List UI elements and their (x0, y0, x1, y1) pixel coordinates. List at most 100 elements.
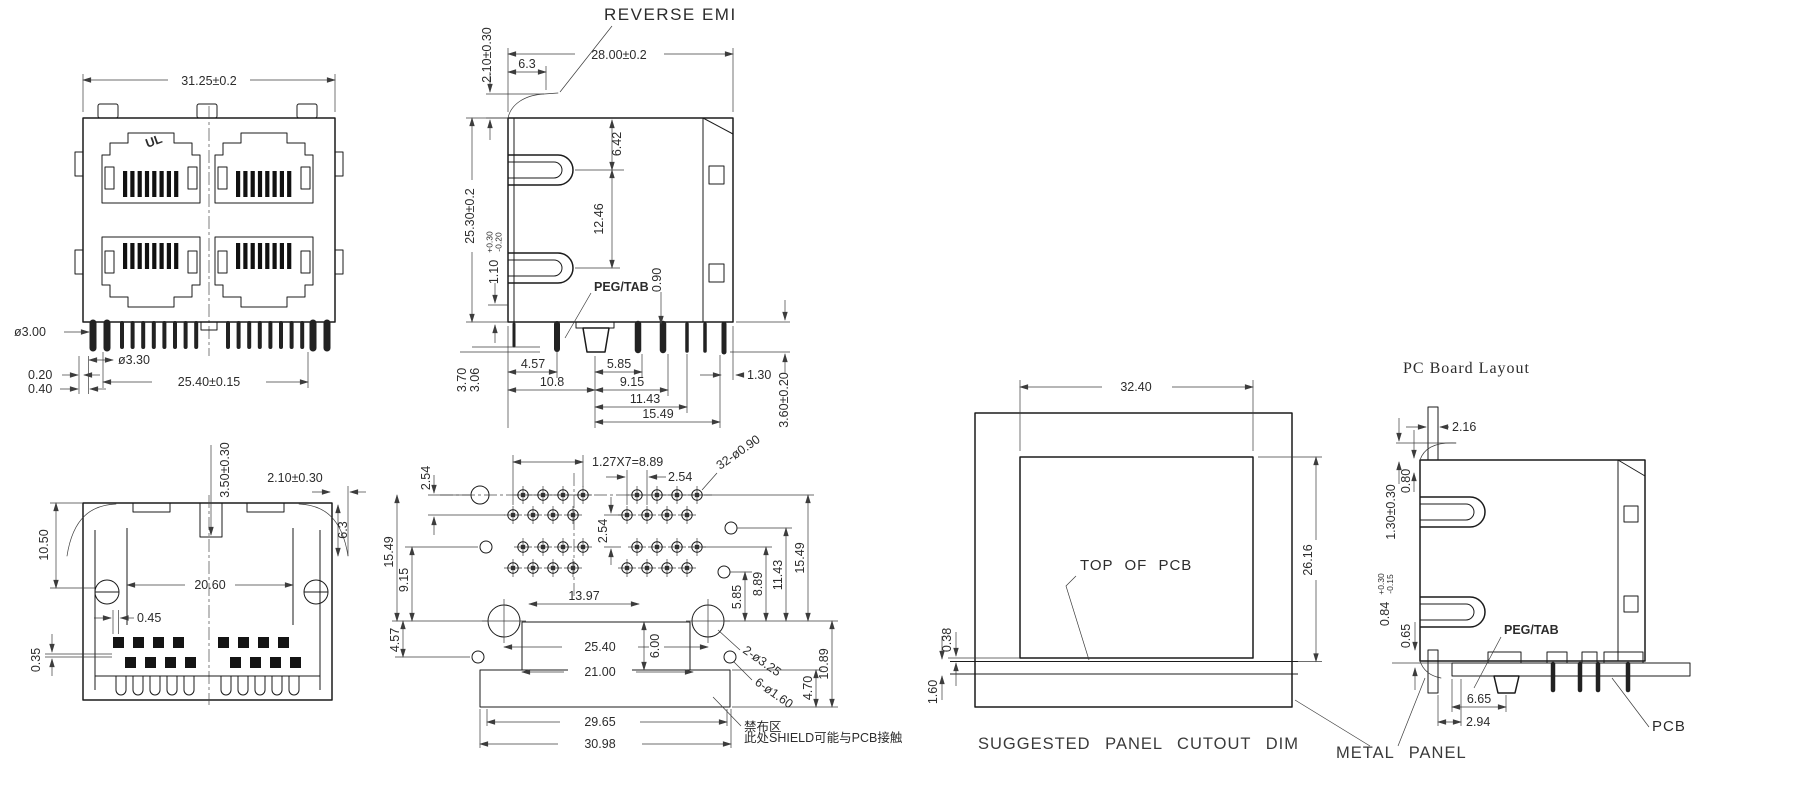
dim-offset-small: 0.20 (28, 368, 52, 382)
dim-shield-width: 25.40 (584, 640, 615, 654)
dim-pin-1: 4.57 (521, 357, 545, 371)
contact-teeth-array (115, 676, 300, 696)
dim-right-6: 10.89 (817, 648, 831, 679)
dim-bottom-width-2: 30.98 (584, 737, 615, 751)
dim-left-1: 15.49 (382, 536, 396, 567)
panel-strip-bottom (1427, 649, 1439, 694)
dim-standoff-tol-plus-board: +0.30 (1376, 573, 1386, 595)
pcb-layout-dimensions: 2.54 1.27X7=8.89 2.54 32-ø0.90 2.54 15.4… (382, 432, 903, 751)
label-metal-panel: METAL PANEL (1336, 744, 1467, 762)
metal-panel-hatch (974, 412, 1293, 708)
dim-center-span: 13.97 (568, 589, 599, 603)
side-view-dimensions: REVERSE EMI 2.10±0.30 6.3 28.00±0.2 6.42… (455, 5, 791, 428)
cutout-opening (1019, 456, 1254, 659)
dim-standoff: 1.10 (487, 260, 501, 284)
dim-pcb-offset: 1.60 (926, 680, 940, 704)
emi-wing-right (298, 503, 349, 557)
dim-bottom-width-1: 29.65 (584, 715, 615, 729)
pc-board-layout-view: PC Board Layout 2.16 0.80 1.30±0.30 (1376, 360, 1691, 735)
caption-panel-cutout: SUGGESTED PANEL CUTOUT DIM (978, 735, 1299, 753)
contact-pad-array (113, 637, 301, 668)
dim-pin-5: 11.43 (630, 392, 660, 406)
dim-tail-offset: 1.30 (747, 368, 771, 382)
dim-pin-4: 9.15 (620, 375, 644, 389)
dim-overall-width: 31.25±0.2 (181, 74, 237, 88)
callout-small-holes: 6-ø1.60 (752, 675, 795, 711)
dim-emi-gap: 0.80 (1399, 469, 1413, 493)
dim-emi-tab-height: 2.10±0.30 (480, 27, 494, 83)
board-layout-dimensions: 2.16 0.80 1.30±0.30 0.84 +0.30 -0.15 0.6… (1376, 418, 1685, 735)
dim-standoff-tol-minus: -0.20 (494, 232, 504, 252)
side-view: REVERSE EMI 2.10±0.30 6.3 28.00±0.2 6.42… (455, 5, 791, 428)
dim-pin-3: 10.8 (540, 375, 564, 389)
board-mounting-peg (1493, 675, 1520, 694)
emi-wing-left (66, 503, 117, 557)
dim-left-2: 9.15 (397, 568, 411, 592)
label-reverse-emi: REVERSE EMI (604, 5, 737, 24)
panel-strip-top (1427, 406, 1439, 461)
panel-cutout-view: 32.40 26.16 0.38 1.60 TOP OF PCB SUGGEST… (926, 380, 1467, 762)
emi-reverse-tab (507, 92, 559, 119)
dim-panel-offset: 2.94 (1466, 715, 1490, 729)
dim-right-4: 15.49 (793, 542, 807, 573)
dim-shield-depth: 6.00 (648, 634, 662, 658)
dim-col-pitch: 2.54 (668, 470, 692, 484)
dim-slot: 3.50±0.30 (218, 442, 232, 498)
dim-pin-pitch-note: 1.27X7=8.89 (592, 455, 663, 469)
dim-emi-setback: 6.3 (518, 57, 535, 71)
dim-body-depth: 10.50 (37, 529, 51, 560)
dim-standoff-board: 0.84 (1378, 602, 1392, 626)
dim-depth: 28.00±0.2 (591, 48, 647, 62)
side-pin-array (512, 320, 727, 355)
dim-right-5: 4.70 (801, 676, 815, 700)
dim-flange-gap: 0.65 (1399, 624, 1413, 648)
pcb-strip (1451, 662, 1691, 677)
dim-cavity-width: 20.60 (194, 578, 225, 592)
dim-tab-height: 1.30±0.30 (1384, 484, 1398, 540)
dim-row-gap: 2.54 (596, 519, 610, 543)
side-body-outline (507, 117, 734, 323)
dim-cutout-height: 26.16 (1301, 544, 1315, 575)
label-top-of-pcb: TOP OF PCB (1080, 557, 1192, 574)
callout-hole-qty: 32-ø0.90 (714, 432, 763, 472)
pc-board-layout-title: PC Board Layout (1403, 360, 1530, 377)
mounting-peg (582, 327, 610, 353)
dim-cutout-width: 32.40 (1120, 380, 1151, 394)
dim-height: 25.30±0.2 (463, 188, 477, 244)
dim-pcb-gap: 0.38 (940, 628, 954, 652)
label-peg-tab: PEG/TAB (594, 280, 649, 294)
top-view-dimensions: 3.50±0.30 2.10±0.30 6.3 10.50 20.60 0.45… (29, 442, 366, 676)
dim-pin-length: 3.60±0.20 (777, 372, 791, 428)
dim-pin-dia: 0.90 (650, 268, 664, 292)
dim-offset-large: 0.40 (28, 382, 52, 396)
dim-peg-len-a: 3.70 (455, 368, 469, 392)
dim-emi-tab-depth: 6.3 (336, 521, 350, 538)
dim-hole-dia: ø3.30 (118, 353, 150, 367)
callout-mount-holes: 2-ø3.25 (740, 643, 783, 679)
dim-pin-2: 5.85 (607, 357, 631, 371)
dim-left-3: 4.57 (388, 628, 402, 652)
dim-pin-span: 25.40±0.15 (178, 375, 241, 389)
dim-latch-offset: 6.42 (610, 132, 624, 156)
dim-pad-size: 0.35 (29, 648, 43, 672)
top-view: 3.50±0.30 2.10±0.30 6.3 10.50 20.60 0.45… (29, 442, 366, 705)
dim-pad-offset: 0.45 (137, 611, 161, 625)
board-pin-array (1550, 661, 1631, 693)
dim-shield-inner-width: 21.00 (584, 665, 615, 679)
keepout-note-line2: 此处SHIELD可能与PCB接触 (744, 730, 903, 745)
panel-cutout-dimensions: 32.40 26.16 0.38 1.60 TOP OF PCB SUGGEST… (926, 380, 1467, 762)
front-view-dimensions: 31.25±0.2 ø3.00 0.20 0.40 ø3.30 25.40±0.… (14, 74, 336, 396)
dim-panel-thickness: 2.16 (1452, 420, 1476, 434)
dim-standoff-tol-minus-board: -0.15 (1385, 574, 1395, 594)
pcb-layout-view: 2.54 1.27X7=8.89 2.54 32-ø0.90 2.54 15.4… (382, 432, 903, 751)
dim-row-pitch: 2.54 (419, 466, 433, 490)
keepout-note-line1: 禁布区 (744, 720, 782, 734)
dim-peg-offset: 6.65 (1467, 692, 1491, 706)
dim-emi-tab-height-top: 2.10±0.30 (267, 471, 323, 485)
front-pin-array (89, 319, 331, 352)
ul-logo-icon: UL (144, 132, 165, 151)
dim-right-2: 8.89 (751, 572, 765, 596)
dim-right-1: 5.85 (730, 585, 744, 609)
